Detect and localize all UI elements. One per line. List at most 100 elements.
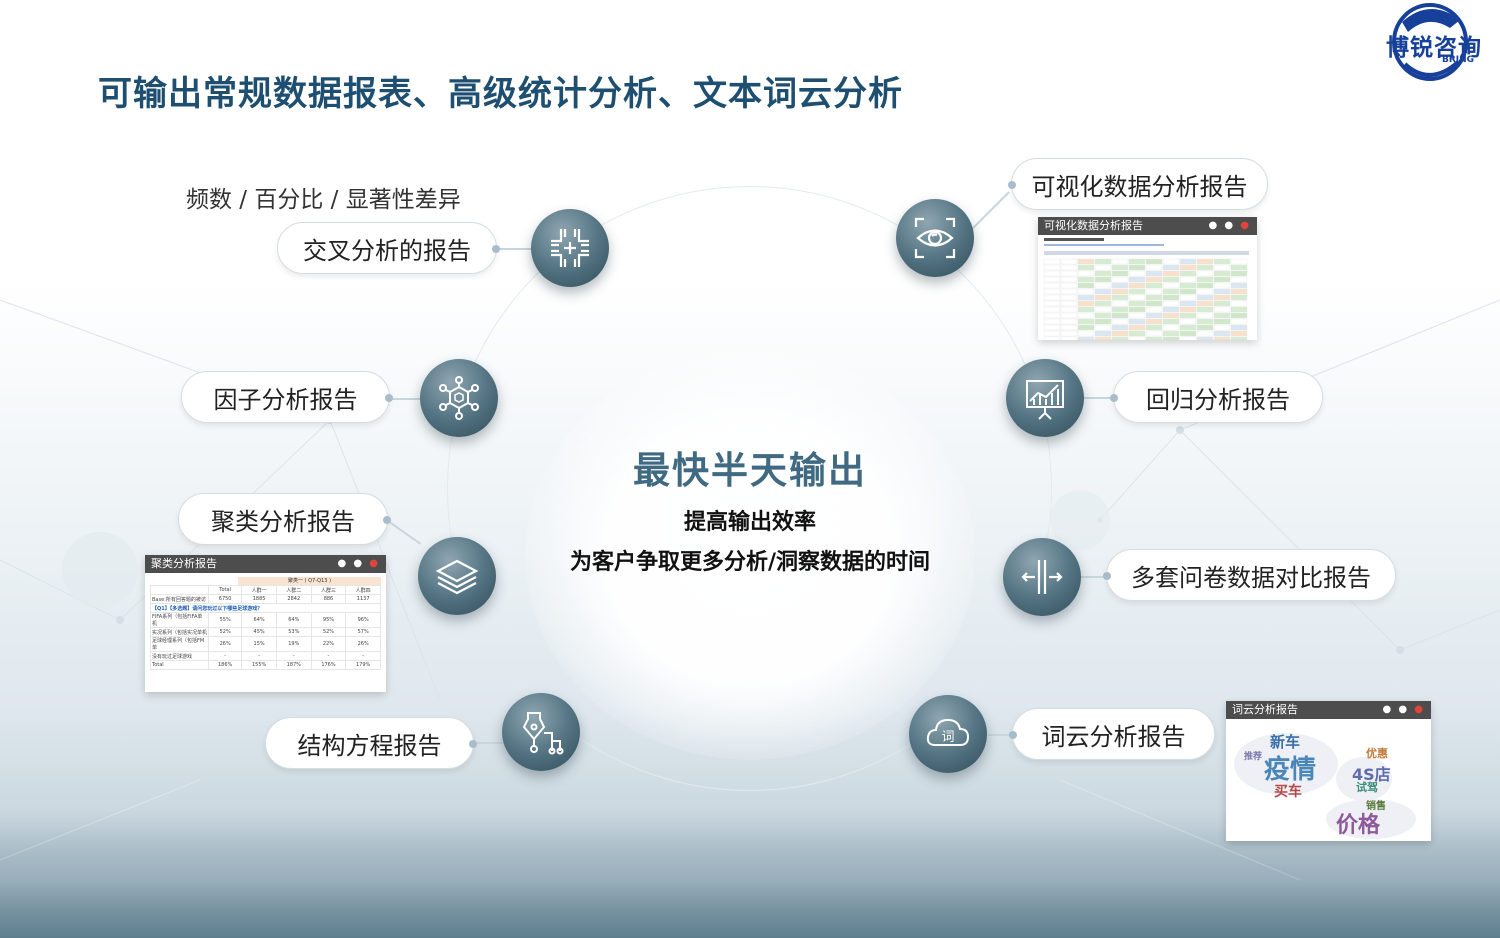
pill-dot [1009,731,1017,739]
pill-factor-analysis[interactable]: 因子分析报告 [181,371,393,423]
table-row: 【Q1】【多选题】请问您玩过以下哪些足球游戏？ [150,603,381,613]
mini-cell [1094,258,1112,265]
mini-cell [1230,258,1248,265]
pill-visual-report[interactable]: 可视化数据分析报告 [1008,158,1268,210]
table-cell: 人群三 [310,585,347,595]
pill-label: 结构方程报告 [297,731,442,760]
mini-cell [1179,330,1197,337]
mini-cell [1230,300,1248,307]
mini-cell [1162,312,1180,319]
mini-cell [1162,306,1180,313]
center-ring [447,186,1052,791]
mini-cell [1145,300,1163,307]
table-cell: 2842 [275,594,312,604]
mini-cell [1043,270,1061,277]
mini-cell [1111,336,1129,340]
mini-cell [1043,276,1061,283]
mini-cell [1077,270,1095,277]
mini-cell [1213,300,1231,307]
table-cell: Base:所有回答题的被访 [150,594,209,604]
mini-cell [1179,276,1197,283]
mini-cell [1077,282,1095,289]
pill-dot [1103,572,1111,580]
mini-cell [1111,276,1129,283]
table-cell: Total [207,585,243,595]
cross-grid-icon[interactable] [531,209,609,287]
mini-cell [1060,288,1078,295]
thumb-titlebar: 词云分析报告 ● ● ● [1226,701,1431,719]
mini-cell [1179,258,1197,265]
mini-cell [1162,264,1180,271]
mini-cell [1145,306,1163,313]
eye-icon[interactable] [896,199,974,277]
pill-wordcloud[interactable]: 词云分析报告 [1009,708,1215,760]
table-cell: - [241,651,277,661]
mini-cell [1060,318,1078,325]
table-cell: 26% [207,636,243,652]
mini-cell [1111,270,1129,277]
table-cell: Total [150,660,209,670]
mini-cell [1213,336,1231,340]
mini-cell [1043,282,1061,289]
mini-cell [1077,258,1095,265]
mini-cell [1094,318,1112,325]
table-cell: 64% [241,612,277,628]
thumb-title: 词云分析报告 [1232,703,1298,716]
connector [497,248,533,250]
mini-cell [1128,294,1146,301]
thumb-titlebar: 可视化数据分析报告 ● ● ● [1038,217,1257,235]
mini-cell [1230,336,1248,340]
table-cell: 人群二 [275,585,312,595]
table-cell: 96% [345,612,381,628]
mini-cell [1145,276,1163,283]
mini-cell [1145,318,1163,325]
mini-cell [1162,318,1180,325]
table-cell: 没有玩过足球游戏 [150,651,209,661]
pill-sem-analysis[interactable]: 结构方程报告 [265,717,477,769]
mini-cell [1196,324,1214,331]
mini-cell [1162,276,1180,283]
mini-cell [1179,318,1197,325]
mini-cell [1196,258,1214,265]
mini-cell [1060,258,1078,265]
mini-cell [1230,288,1248,295]
pill-cluster-analysis[interactable]: 聚类分析报告 [178,493,391,545]
table-cell: - [207,651,243,661]
pill-cross-analysis[interactable]: 交叉分析的报告 [277,222,500,274]
mini-cell [1213,282,1231,289]
mini-cell [1111,324,1129,331]
connector [988,734,1014,736]
pill-dot [492,245,500,253]
layers-icon[interactable] [418,537,496,615]
molecule-icon[interactable] [420,359,498,437]
table-cell: 26% [345,636,381,652]
cloud-icon[interactable]: 词 [909,695,987,773]
connector [474,742,504,744]
presentation-chart-icon[interactable] [1006,359,1084,437]
connector [1082,397,1114,399]
compare-arrows-icon[interactable] [1003,538,1081,616]
table-cell: 155% [241,660,277,670]
mini-cell [1230,312,1248,319]
mini-cell [1196,306,1214,313]
table-cell: 886 [310,594,347,604]
mini-cell [1145,288,1163,295]
pen-network-icon[interactable] [502,693,580,771]
mini-cell [1094,282,1112,289]
pill-regression[interactable]: 回归分析报告 [1110,371,1323,423]
table-cell: 52% [310,627,347,637]
cloud-shape [1326,799,1416,839]
mini-cell [1094,294,1112,301]
table-cell: 【Q1】【多选题】请问您玩过以下哪些足球游戏？ [150,603,381,613]
pill-multi-survey[interactable]: 多套问卷数据对比报告 [1103,549,1396,601]
mini-cell [1213,312,1231,319]
mini-cell [1060,294,1078,301]
mini-cell [1145,294,1163,301]
mini-cell [1043,264,1061,271]
mini-cell [1111,312,1129,319]
mini-cell [1196,270,1214,277]
mini-cell [1196,276,1214,283]
